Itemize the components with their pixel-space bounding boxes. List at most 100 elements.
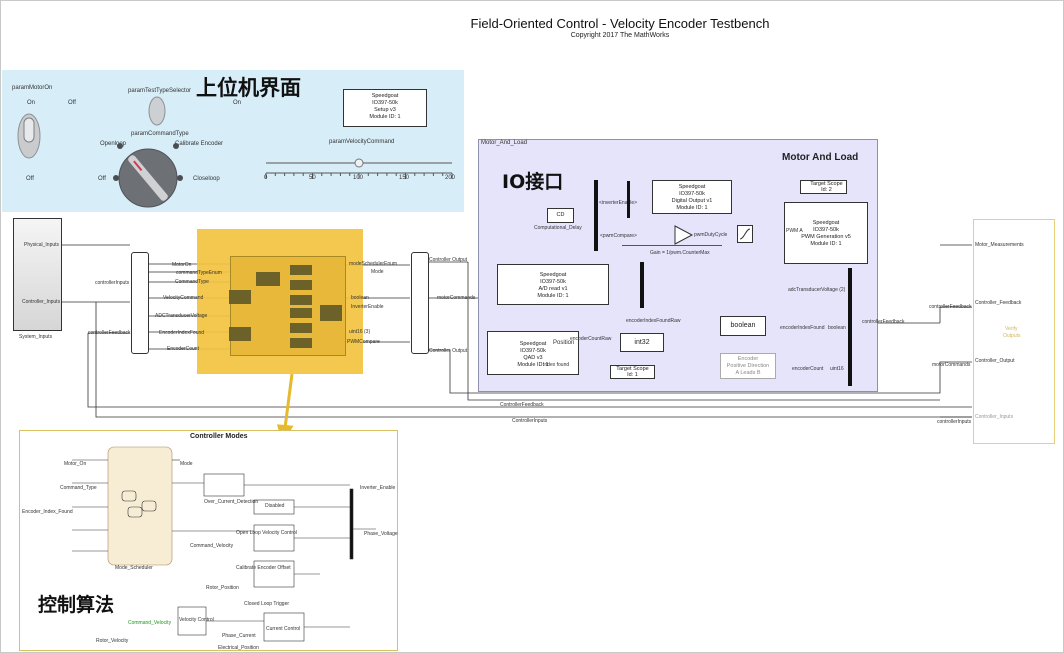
motor-and-load-title: Motor And Load xyxy=(782,152,859,163)
ctl-sub-3 xyxy=(290,280,312,290)
ctl-sub-7 xyxy=(320,305,342,321)
setup-block[interactable]: Speedgoat IO397-50k Setup v3 Module ID: … xyxy=(343,89,427,127)
sig-command-type: CommandType xyxy=(175,279,209,285)
sig-boolean: boolean xyxy=(351,295,369,301)
encoder-direction-block[interactable]: Encoder Positive Direction A Leads B xyxy=(720,353,776,379)
ctl-sub-8 xyxy=(229,327,251,341)
digital-output-block[interactable]: Speedgoat IO397-50k Digital Output v1 Mo… xyxy=(652,180,732,214)
verify-controller-output: Controller_Output xyxy=(975,358,1015,364)
sig-pwm-compare: PWMCompare xyxy=(347,339,380,345)
command-type-closeloop: Closeloop xyxy=(193,176,220,182)
qad-l1: Speedgoat xyxy=(519,341,547,347)
target-scope-1[interactable]: Target Scope Id: 1 xyxy=(610,365,655,379)
setup-block-line1: Speedgoat xyxy=(371,93,399,99)
inset-phase-voltage: Phase_Voltage xyxy=(364,531,398,537)
digital-output-l3: Digital Output v1 xyxy=(671,198,713,204)
command-type-openloop: Openloop xyxy=(100,141,127,147)
pwm-gen-l1: Speedgoat xyxy=(812,220,840,226)
inset-closed-loop-trigger: Closed Loop Trigger xyxy=(244,601,290,607)
inset-encoder-index-found: Encoder_Index_Found xyxy=(22,509,73,515)
digital-output-l2: IO397-50k xyxy=(679,191,705,197)
io-annotation: IO接口 xyxy=(502,171,564,193)
motor-on-toggle-switch[interactable] xyxy=(14,110,44,162)
sig-controller-inputs: controllerInputs xyxy=(95,280,130,286)
pwm-compare-label: <pwmCompare> xyxy=(600,233,637,239)
sig-velocity-command: VelocityCommand xyxy=(163,295,204,301)
qad-block[interactable]: Speedgoat IO397-50k QAD v3 Module ID: 1 xyxy=(487,331,579,375)
ad-read-l2: IO397-50k xyxy=(540,279,566,285)
velocity-tick-0: 0 xyxy=(264,175,268,181)
velocity-tick-150: 150 xyxy=(399,175,410,181)
inset-command-velocity-green: Command_Velocity xyxy=(128,620,172,626)
target-scope-2[interactable]: Target Scope Id: 2 xyxy=(800,180,847,194)
inset-title: Controller Modes xyxy=(190,433,248,440)
inset-rotor-position: Rotor_Position xyxy=(206,585,239,591)
control-algorithm-annotation: 控制算法 xyxy=(38,594,115,616)
qad-index-found-port: Index found xyxy=(543,362,570,368)
gain-triangle[interactable] xyxy=(674,225,694,245)
sig-command-type-enum: commandTypeEnum xyxy=(176,270,222,276)
pwm-duty-cycle-label: pwmDutyCycle xyxy=(694,232,728,238)
feedback-bus-bar xyxy=(848,268,852,386)
verify-motor-commands-sig: motorCommands xyxy=(932,362,971,368)
setup-block-line3: Setup v3 xyxy=(374,107,396,113)
sig-motor-on: MotorOn xyxy=(172,262,192,268)
velocity-command-label: paramVelocityCommand xyxy=(329,139,395,145)
ctl-sub-2 xyxy=(256,272,280,286)
bus-selector[interactable] xyxy=(131,252,149,354)
command-type-rotary-knob[interactable] xyxy=(108,136,188,212)
ctl-sub-6 xyxy=(290,308,312,318)
verify-controller-feedback-sig: controllerFeedback xyxy=(929,304,972,310)
int32-convert-block[interactable]: int32 xyxy=(620,333,664,352)
cd-block[interactable]: CD xyxy=(547,208,574,223)
motor-on-off-label: Off xyxy=(26,176,34,182)
inset-calibrate-encoder: Calibrate Encoder Offset xyxy=(236,565,291,571)
host-ui-annotation: 上位机界面 xyxy=(196,76,301,100)
adc-signal-label: adcTransducerVoltage (2) xyxy=(788,287,846,293)
ad-read-l3: A/D read v1 xyxy=(538,286,568,292)
diagram-title: Field-Oriented Control - Velocity Encode… xyxy=(470,16,770,31)
system-inputs-name: System_Inputs xyxy=(19,334,53,340)
demux-bar-1 xyxy=(594,180,598,251)
verify-controller-inputs: Controller_Inputs xyxy=(975,414,1014,420)
velocity-tick-100: 100 xyxy=(353,175,364,181)
sig-mode-scheduler-enum: modeSchedulerEnum xyxy=(349,261,398,267)
pwm-generation-block[interactable]: Speedgoat IO397-50k PWM Generation v5 Mo… xyxy=(784,202,868,264)
ad-read-l1: Speedgoat xyxy=(539,272,567,278)
sig-controller-feedback: controllerFeedback xyxy=(88,330,131,336)
ctl-sub-5 xyxy=(290,295,312,305)
ad-read-block[interactable]: Speedgoat IO397-50k A/D read v1 Module I… xyxy=(497,264,609,305)
sig-motor-commands: motorCommands xyxy=(437,295,476,301)
sig-encoder-count: EncoderCount xyxy=(167,346,199,352)
controller-feedback-label: controllerFeedback xyxy=(862,319,905,325)
encoder-count-raw-label: encoderCountRaw xyxy=(570,336,612,342)
test-type-toggle[interactable] xyxy=(146,95,168,127)
mux-bar-ad xyxy=(640,262,644,308)
diagram-copyright: Copyright 2017 The MathWorks xyxy=(570,32,670,39)
encoder-count-label: encoderCount xyxy=(792,366,824,372)
inset-over-current: Over_Current_Detection xyxy=(204,499,259,505)
encoder-dir-l1: Encoder xyxy=(737,356,759,362)
inset-mode: Mode xyxy=(180,461,193,467)
verify-outputs-block[interactable] xyxy=(973,219,1055,444)
verify-controller-inputs-sig: controllerInputs xyxy=(937,419,972,425)
test-type-off-label: Off xyxy=(68,100,76,106)
test-type-on-label: On xyxy=(233,100,242,106)
velocity-command-slider[interactable] xyxy=(262,155,458,185)
motor-on-on-label: On xyxy=(27,100,36,106)
system-inputs-block[interactable] xyxy=(13,218,62,331)
sig-controller-feedback-bus: ControllerFeedback xyxy=(500,402,544,408)
sig-controller-inputs-bus: ControllerInputs xyxy=(512,418,548,424)
command-type-off: Off xyxy=(98,176,106,182)
inset-rotor-velocity: Rotor_Velocity xyxy=(96,638,129,644)
qad-position-port: Position xyxy=(553,340,575,346)
slider-thumb[interactable] xyxy=(354,158,364,168)
bus-creator[interactable] xyxy=(411,252,429,354)
controller-modes-inset xyxy=(19,430,398,651)
verify-name-1: Verify xyxy=(1005,326,1018,332)
boolean-convert-block[interactable]: boolean xyxy=(720,316,766,336)
saturation-block[interactable] xyxy=(737,225,753,243)
setup-block-line4: Module ID: 1 xyxy=(369,114,401,120)
test-type-label: paramTestTypeSelector xyxy=(128,88,192,94)
command-type-calibrate: Calibrate Encoder xyxy=(175,141,224,147)
